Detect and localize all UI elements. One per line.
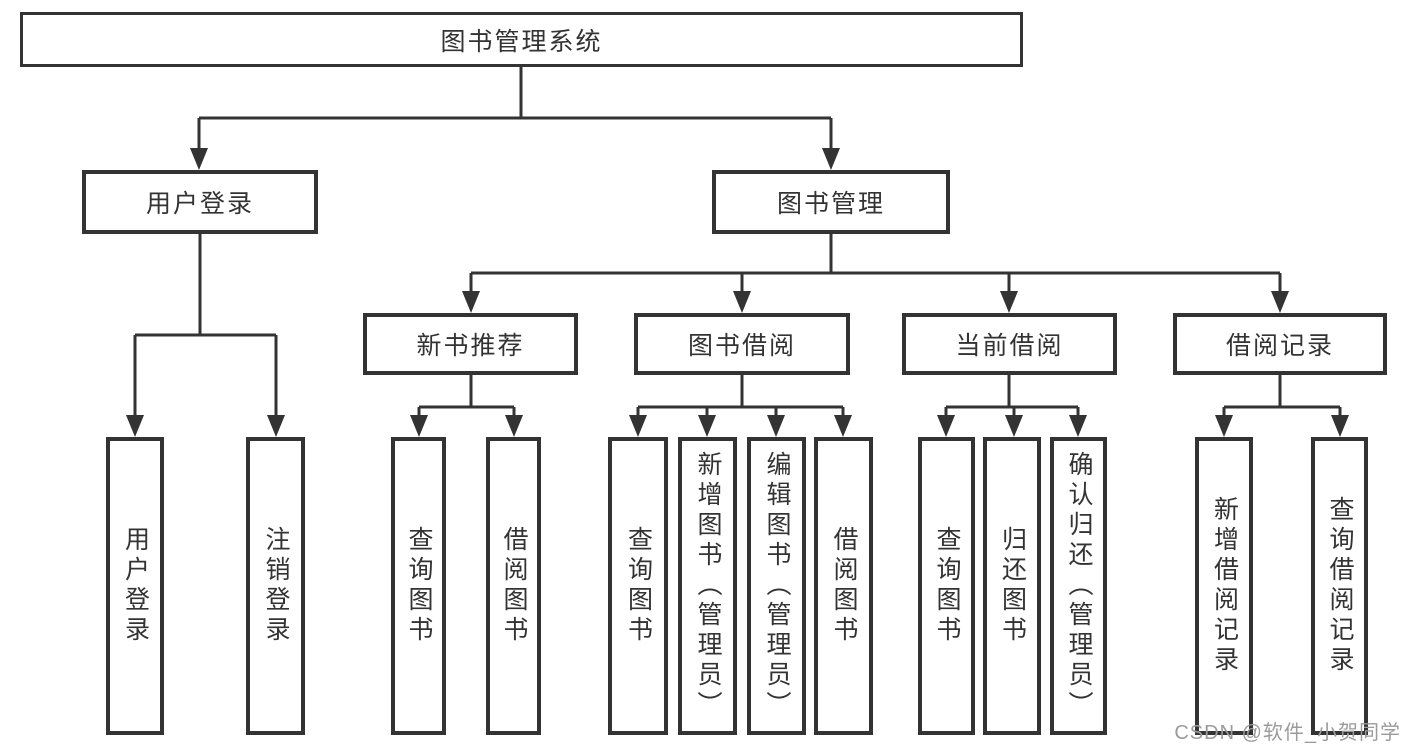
leaf-add-book-admin: 新增图书（管理员） xyxy=(678,437,737,735)
leaf-logout: 注销登录 xyxy=(246,437,305,735)
leaf-borrow-books-borrowing-label: 借阅图书 xyxy=(830,526,858,646)
node-current-borrowing: 当前借阅 xyxy=(902,313,1117,375)
leaf-return-book-label: 归还图书 xyxy=(998,526,1027,646)
leaf-query-books-current-label: 查询图书 xyxy=(933,526,961,646)
leaf-query-borrow-record-label: 查询借阅记录 xyxy=(1326,496,1354,676)
leaf-edit-book-admin-label: 编辑图书（管理员） xyxy=(763,451,791,721)
node-new-book-recommend: 新书推荐 xyxy=(363,313,578,375)
leaf-user-login: 用户登录 xyxy=(106,437,164,735)
leaf-borrow-books-recommend-label: 借阅图书 xyxy=(500,526,528,646)
node-root-label: 图书管理系统 xyxy=(440,27,603,56)
leaf-add-borrow-record-label: 新增借阅记录 xyxy=(1210,496,1239,676)
node-borrowing-records: 借阅记录 xyxy=(1173,313,1387,375)
leaf-confirm-return-admin: 确认归还（管理员） xyxy=(1050,437,1107,735)
node-book-management: 图书管理 xyxy=(712,170,950,234)
node-current-borrowing-label: 当前借阅 xyxy=(955,332,1064,360)
node-book-management-label: 图书管理 xyxy=(776,190,885,218)
leaf-borrow-books-recommend: 借阅图书 xyxy=(486,437,541,735)
leaf-add-borrow-record: 新增借阅记录 xyxy=(1195,437,1253,735)
leaf-confirm-return-admin-label: 确认归还（管理员） xyxy=(1065,451,1093,721)
leaf-query-books-borrowing-label: 查询图书 xyxy=(624,526,653,646)
arrowhead-icon xyxy=(126,148,1349,437)
leaf-query-borrow-record: 查询借阅记录 xyxy=(1311,437,1368,735)
node-book-borrowing: 图书借阅 xyxy=(634,313,850,375)
leaf-query-books-current: 查询图书 xyxy=(918,437,975,735)
leaf-return-book: 归还图书 xyxy=(983,437,1041,735)
node-user-login-label: 用户登录 xyxy=(145,190,254,218)
leaf-query-books-recommend: 查询图书 xyxy=(391,437,446,735)
leaf-query-books-borrowing: 查询图书 xyxy=(608,437,668,735)
node-book-borrowing-label: 图书借阅 xyxy=(687,332,796,360)
leaf-borrow-books-borrowing: 借阅图书 xyxy=(814,437,873,735)
node-user-login: 用户登录 xyxy=(82,170,318,234)
leaf-user-login-label: 用户登录 xyxy=(121,526,150,646)
csdn-watermark: CSDN @软件_小贺同学 xyxy=(1174,722,1401,744)
node-borrowing-records-label: 借阅记录 xyxy=(1225,332,1334,360)
leaf-logout-label: 注销登录 xyxy=(262,526,290,646)
leaf-edit-book-admin: 编辑图书（管理员） xyxy=(747,437,806,735)
node-new-book-recommend-label: 新书推荐 xyxy=(416,332,525,360)
node-root: 图书管理系统 xyxy=(20,12,1023,67)
leaf-add-book-admin-label: 新增图书（管理员） xyxy=(694,451,722,721)
leaf-query-books-recommend-label: 查询图书 xyxy=(405,526,433,646)
